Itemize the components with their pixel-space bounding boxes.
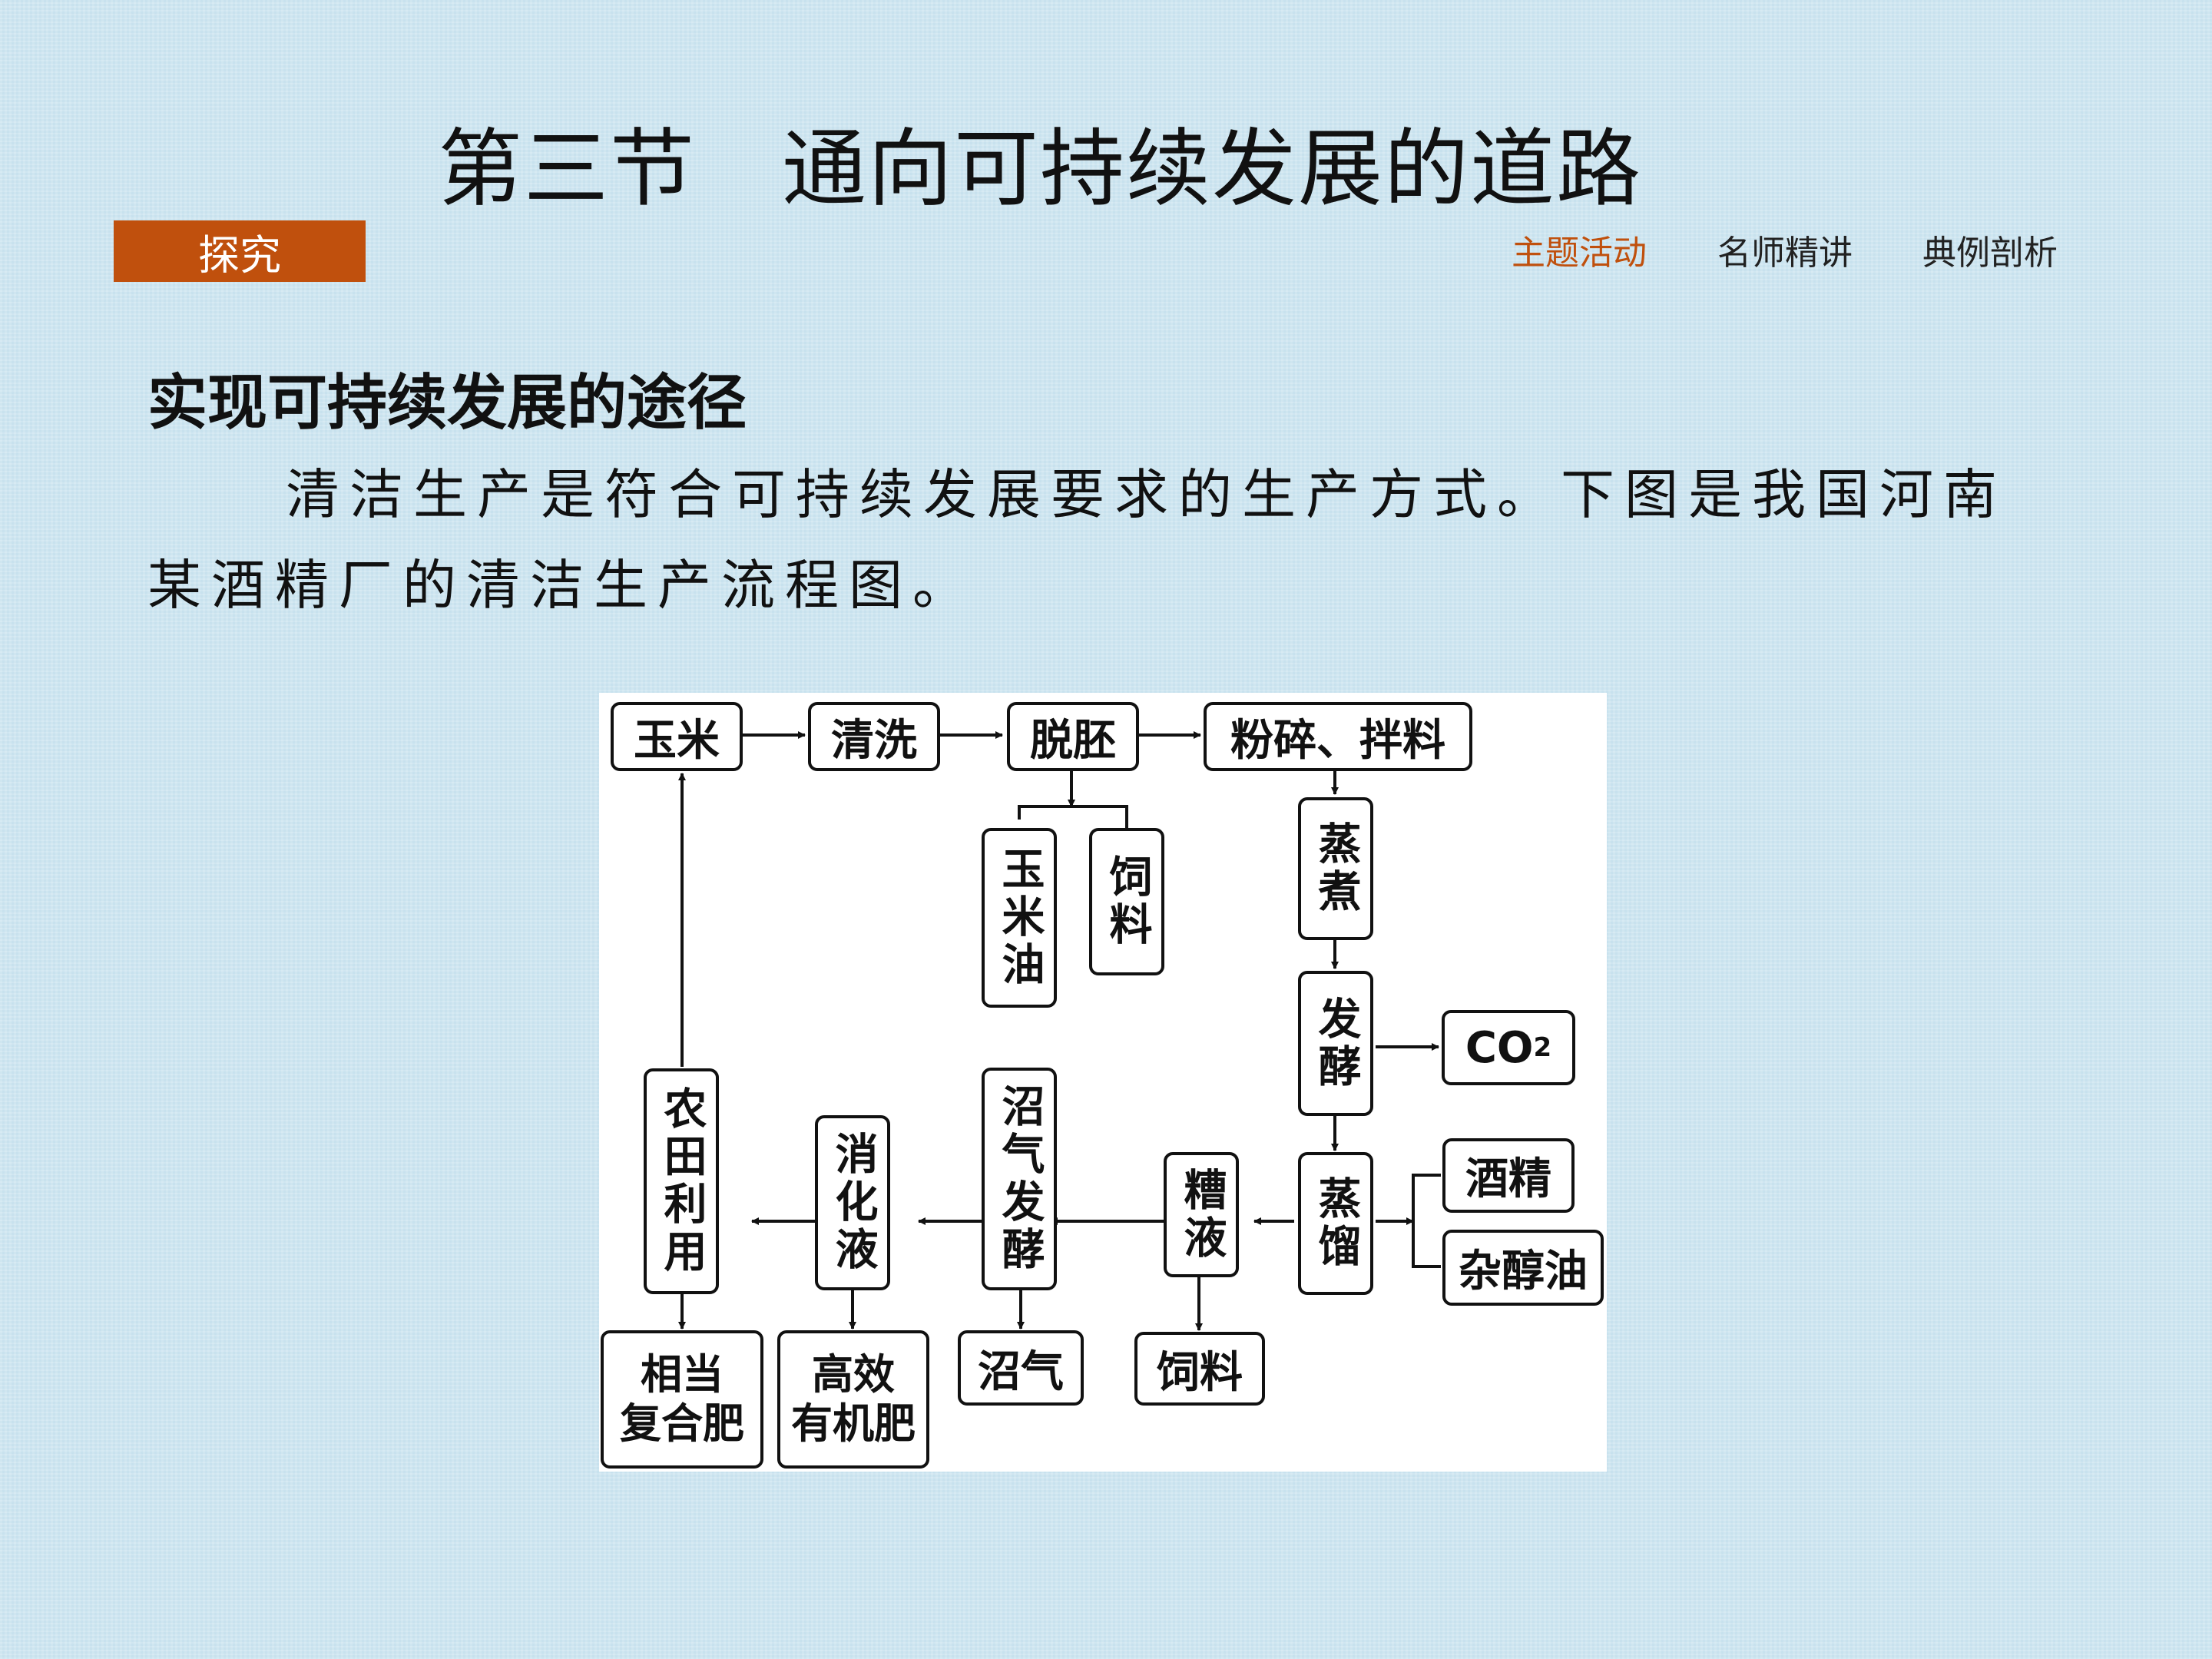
node-fusel-oil: 杂醇油 [1442, 1230, 1604, 1306]
node-organic-fertilizer: 高效 有机肥 [777, 1330, 929, 1469]
node-corn-oil: 玉米油 [982, 828, 1057, 1008]
node-feed-1: 饲料 [1089, 828, 1164, 975]
co2-label: CO [1465, 1022, 1534, 1073]
node-corn: 玉米 [611, 702, 743, 771]
degerm-branch-bar [1018, 805, 1128, 828]
node-degerm: 脱胚 [1007, 702, 1139, 771]
node-ferment: 发酵 [1298, 971, 1373, 1116]
node-biogas: 沼气 [958, 1330, 1084, 1406]
node-biogas-ferment: 沼气发酵 [982, 1068, 1057, 1290]
flowchart-connectors [678, 731, 1441, 1331]
slide-title: 第三节 通向可持续发展的道路 [438, 120, 1642, 218]
section-badge: 探究 [114, 220, 366, 282]
co2-subscript: 2 [1533, 1032, 1552, 1063]
node-steam-cook: 蒸煮 [1298, 797, 1373, 940]
nav-tab-teacher-explain[interactable]: 名师精讲 [1717, 233, 1853, 273]
node-vinasse: 糟液 [1164, 1152, 1239, 1277]
node-feed-2: 饲料 [1134, 1332, 1265, 1406]
section-heading: 实现可持续发展的途径 [147, 369, 747, 438]
node-field-use: 农田利用 [644, 1068, 719, 1294]
node-digestate: 消化液 [815, 1115, 890, 1290]
node-wash: 清洗 [808, 702, 940, 771]
node-crush-mix: 粉碎、拌料 [1204, 702, 1472, 771]
node-compound-fertilizer: 相当 复合肥 [601, 1330, 763, 1469]
nav-tab-example-analysis[interactable]: 典例剖析 [1922, 233, 2058, 273]
distill-branch-bar [1412, 1174, 1441, 1268]
node-distill: 蒸馏 [1298, 1152, 1373, 1295]
intro-paragraph: 清洁生产是符合可持续发展要求的生产方式。下图是我国河南某酒精厂的清洁生产流程图。 [147, 463, 2007, 617]
node-alcohol: 酒精 [1442, 1138, 1575, 1213]
nav-tab-theme-activity[interactable]: 主题活动 [1512, 233, 1647, 273]
